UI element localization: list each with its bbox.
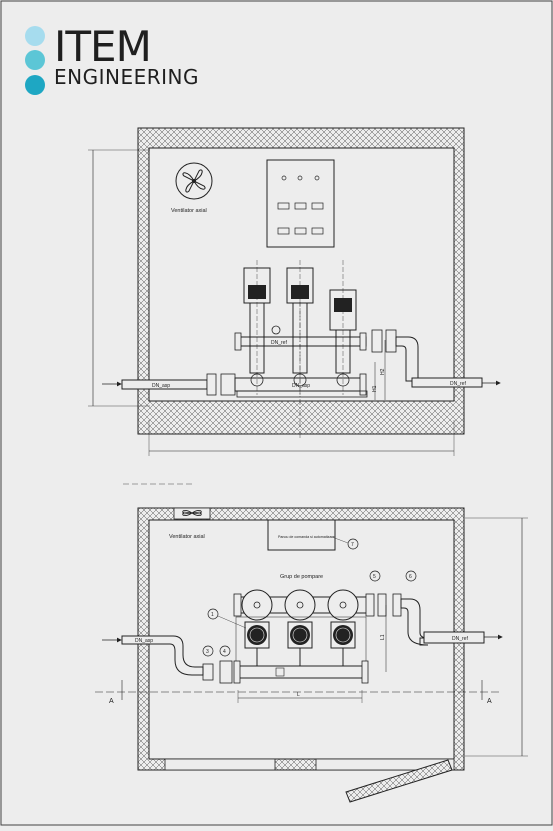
section-mark-right: A: [487, 698, 492, 705]
svg-text:5: 5: [373, 574, 376, 580]
plan-view: A A Ventilator axial Panou de comanda si…: [95, 483, 528, 803]
dn-discharge-label: DN_ref: [450, 381, 466, 387]
elevation-view: Ventilator axial: [88, 127, 501, 456]
dim-l-label: L: [297, 692, 300, 698]
marker-6: 6: [405, 570, 417, 582]
brand-name-line1: ITEM: [54, 22, 152, 71]
dim-l1-label: L1: [380, 634, 386, 640]
svg-text:7: 7: [351, 542, 354, 548]
section-mark-left: A: [109, 698, 114, 705]
brand-name-line2: ENGINEERING: [54, 65, 199, 89]
pump-plan: [287, 621, 313, 668]
logo-icon: [25, 26, 45, 95]
marker-7: [347, 538, 359, 550]
pressure-gauge-icon: [271, 325, 281, 335]
plan-dn-discharge-label: DN_ref: [452, 636, 468, 642]
dn-suction-label: DN_asp: [152, 383, 170, 389]
control-panel: [266, 159, 335, 248]
svg-text:3: 3: [206, 649, 209, 655]
marker-4: 4: [219, 645, 231, 657]
pump-elevation: [243, 260, 271, 395]
door-leaf: [345, 759, 453, 803]
svg-text:6: 6: [409, 574, 412, 580]
pump-plan: [244, 621, 270, 668]
svg-text:1: 1: [211, 612, 214, 618]
plan-dn-suction-label: DN_asp: [135, 638, 153, 644]
fan-label: Ventilator axial: [171, 208, 207, 214]
axial-fan-icon: [173, 507, 211, 520]
pump-elevation: [286, 260, 314, 395]
marker-5: 5: [369, 570, 381, 582]
marker-3: 3: [202, 645, 214, 657]
dn-collector-discharge-label: DN_ref: [271, 340, 287, 346]
marker-1: 1: [207, 608, 247, 629]
brand-logo: ITEM ENGINEERING: [54, 22, 199, 89]
plan-fan-label: Ventilator axial: [169, 534, 205, 540]
plan-control-panel: [267, 519, 336, 551]
h1-label: H1: [372, 385, 378, 392]
axial-fan-icon: [175, 162, 213, 200]
pump-group-label: Grup de pompare: [280, 574, 323, 580]
h2-label: H2: [380, 368, 386, 375]
svg-text:4: 4: [223, 649, 226, 655]
panel-label: Panou de comanda si automatizare: [278, 535, 335, 539]
pump-plan: [330, 621, 356, 668]
pump-elevation: [329, 260, 357, 395]
